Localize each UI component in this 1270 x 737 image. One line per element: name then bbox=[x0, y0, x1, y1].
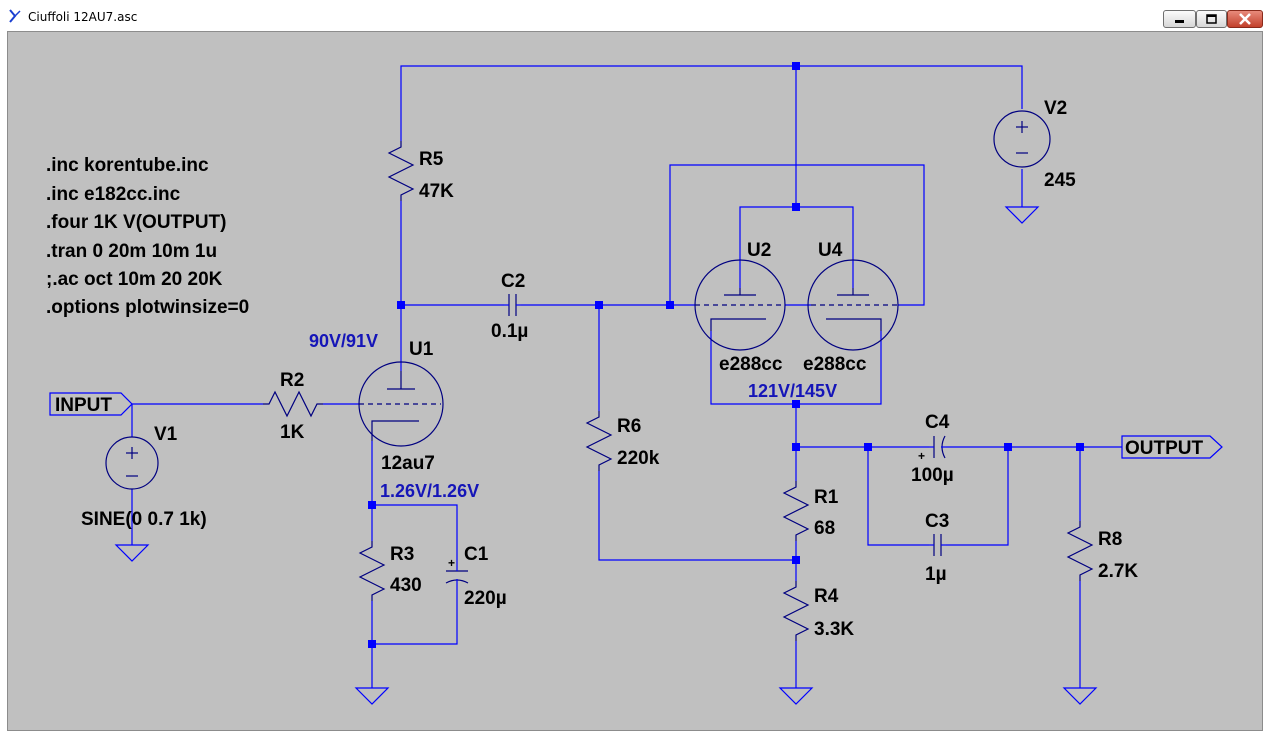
c4-name: C4 bbox=[925, 412, 950, 433]
r8-name: R8 bbox=[1098, 529, 1122, 550]
directive-line[interactable]: .tran 0 20m 10m 1u bbox=[46, 241, 217, 262]
svg-text:+: + bbox=[448, 556, 455, 570]
u2-name: U2 bbox=[747, 240, 771, 261]
ltspice-app-icon bbox=[9, 9, 21, 23]
svg-text:+: + bbox=[918, 449, 925, 463]
r1-value: 68 bbox=[814, 518, 835, 539]
r2-value: 1K bbox=[280, 422, 305, 443]
directive-line[interactable]: .inc e182cc.inc bbox=[46, 184, 181, 205]
resistor-r8[interactable] bbox=[1066, 521, 1094, 581]
directive-line[interactable]: .options plotwinsize=0 bbox=[46, 297, 249, 318]
tube-u2[interactable] bbox=[694, 259, 786, 351]
c1-value: 220µ bbox=[464, 588, 507, 609]
window-title: Ciuffoli 12AU7.asc bbox=[28, 10, 138, 24]
u1-plate-voltage: 90V/91V bbox=[309, 331, 378, 351]
r1-name: R1 bbox=[814, 487, 839, 508]
title-bar[interactable]: Ciuffoli 12AU7.asc bbox=[0, 0, 1270, 30]
output-port-label: OUTPUT bbox=[1125, 438, 1204, 459]
directive-line[interactable]: .inc korentube.inc bbox=[46, 155, 209, 176]
r6-value: 220k bbox=[617, 448, 660, 469]
capacitor-c2[interactable] bbox=[504, 294, 521, 316]
resistor-r1[interactable] bbox=[782, 481, 810, 541]
minimize-icon bbox=[1175, 20, 1184, 23]
c4-value: 100µ bbox=[911, 465, 954, 486]
directive-line[interactable]: .four 1K V(OUTPUT) bbox=[46, 212, 227, 233]
spice-directives[interactable]: .inc korentube.inc .inc e182cc.inc .four… bbox=[46, 155, 249, 318]
resistor-r5[interactable] bbox=[387, 141, 415, 201]
component-labels: V1 SINE(0 0.7 1k) V2 245 R2 1K R5 47K R6… bbox=[81, 98, 1138, 640]
close-button[interactable] bbox=[1227, 10, 1263, 28]
capacitor-c3[interactable] bbox=[929, 534, 946, 556]
r5-name: R5 bbox=[419, 149, 444, 170]
maximize-button[interactable] bbox=[1196, 10, 1227, 28]
u1-cathode-voltage: 1.26V/1.26V bbox=[380, 481, 479, 501]
resistor-r6[interactable] bbox=[585, 411, 613, 471]
u4-value: e288cc bbox=[803, 354, 867, 375]
junctions bbox=[368, 62, 1084, 648]
r3-name: R3 bbox=[390, 544, 414, 565]
u1-value: 12au7 bbox=[381, 453, 435, 474]
restore-icon bbox=[1206, 14, 1217, 24]
close-icon bbox=[1239, 13, 1251, 25]
resistor-r4[interactable] bbox=[782, 581, 810, 641]
input-port[interactable]: INPUT bbox=[49, 392, 133, 416]
c1-name: C1 bbox=[464, 544, 489, 565]
ground-symbols bbox=[114, 206, 1098, 705]
minimize-button[interactable] bbox=[1163, 10, 1196, 28]
r3-value: 430 bbox=[390, 575, 422, 596]
r4-value: 3.3K bbox=[814, 619, 854, 640]
r4-name: R4 bbox=[814, 586, 839, 607]
output-port[interactable]: OUTPUT bbox=[1121, 435, 1223, 459]
v1-value: SINE(0 0.7 1k) bbox=[81, 509, 207, 530]
voltage-source-v2[interactable] bbox=[993, 110, 1051, 168]
resistor-r2[interactable] bbox=[263, 390, 323, 418]
r5-value: 47K bbox=[419, 181, 454, 202]
input-port-label: INPUT bbox=[55, 395, 112, 416]
capacitor-c4[interactable]: + bbox=[918, 435, 946, 463]
capacitor-c1[interactable]: + bbox=[445, 556, 469, 584]
c2-name: C2 bbox=[501, 271, 525, 292]
directive-line[interactable]: ;.ac oct 10m 20 20K bbox=[46, 269, 223, 290]
r2-name: R2 bbox=[280, 370, 304, 391]
u4-name: U4 bbox=[818, 240, 843, 261]
u2-cathode-voltage: 121V/145V bbox=[748, 381, 837, 401]
schematic-canvas[interactable]: + + bbox=[7, 31, 1263, 731]
node-voltage-labels: 90V/91V 1.26V/1.26V 121V/145V bbox=[309, 331, 837, 501]
v2-value: 245 bbox=[1044, 170, 1076, 191]
resistor-r3[interactable] bbox=[358, 541, 386, 601]
tube-u1[interactable] bbox=[358, 361, 444, 447]
c3-name: C3 bbox=[925, 511, 949, 532]
c2-value: 0.1µ bbox=[491, 321, 528, 342]
c3-value: 1µ bbox=[925, 564, 947, 585]
voltage-source-v1[interactable] bbox=[105, 436, 159, 490]
u2-value: e288cc bbox=[719, 354, 783, 375]
u1-name: U1 bbox=[409, 339, 434, 360]
schematic-drawing[interactable]: + + bbox=[8, 32, 1262, 730]
r6-name: R6 bbox=[617, 416, 641, 437]
tube-u4[interactable] bbox=[807, 259, 899, 351]
r8-value: 2.7K bbox=[1098, 561, 1138, 582]
v1-name: V1 bbox=[154, 424, 178, 445]
v2-name: V2 bbox=[1044, 98, 1067, 119]
